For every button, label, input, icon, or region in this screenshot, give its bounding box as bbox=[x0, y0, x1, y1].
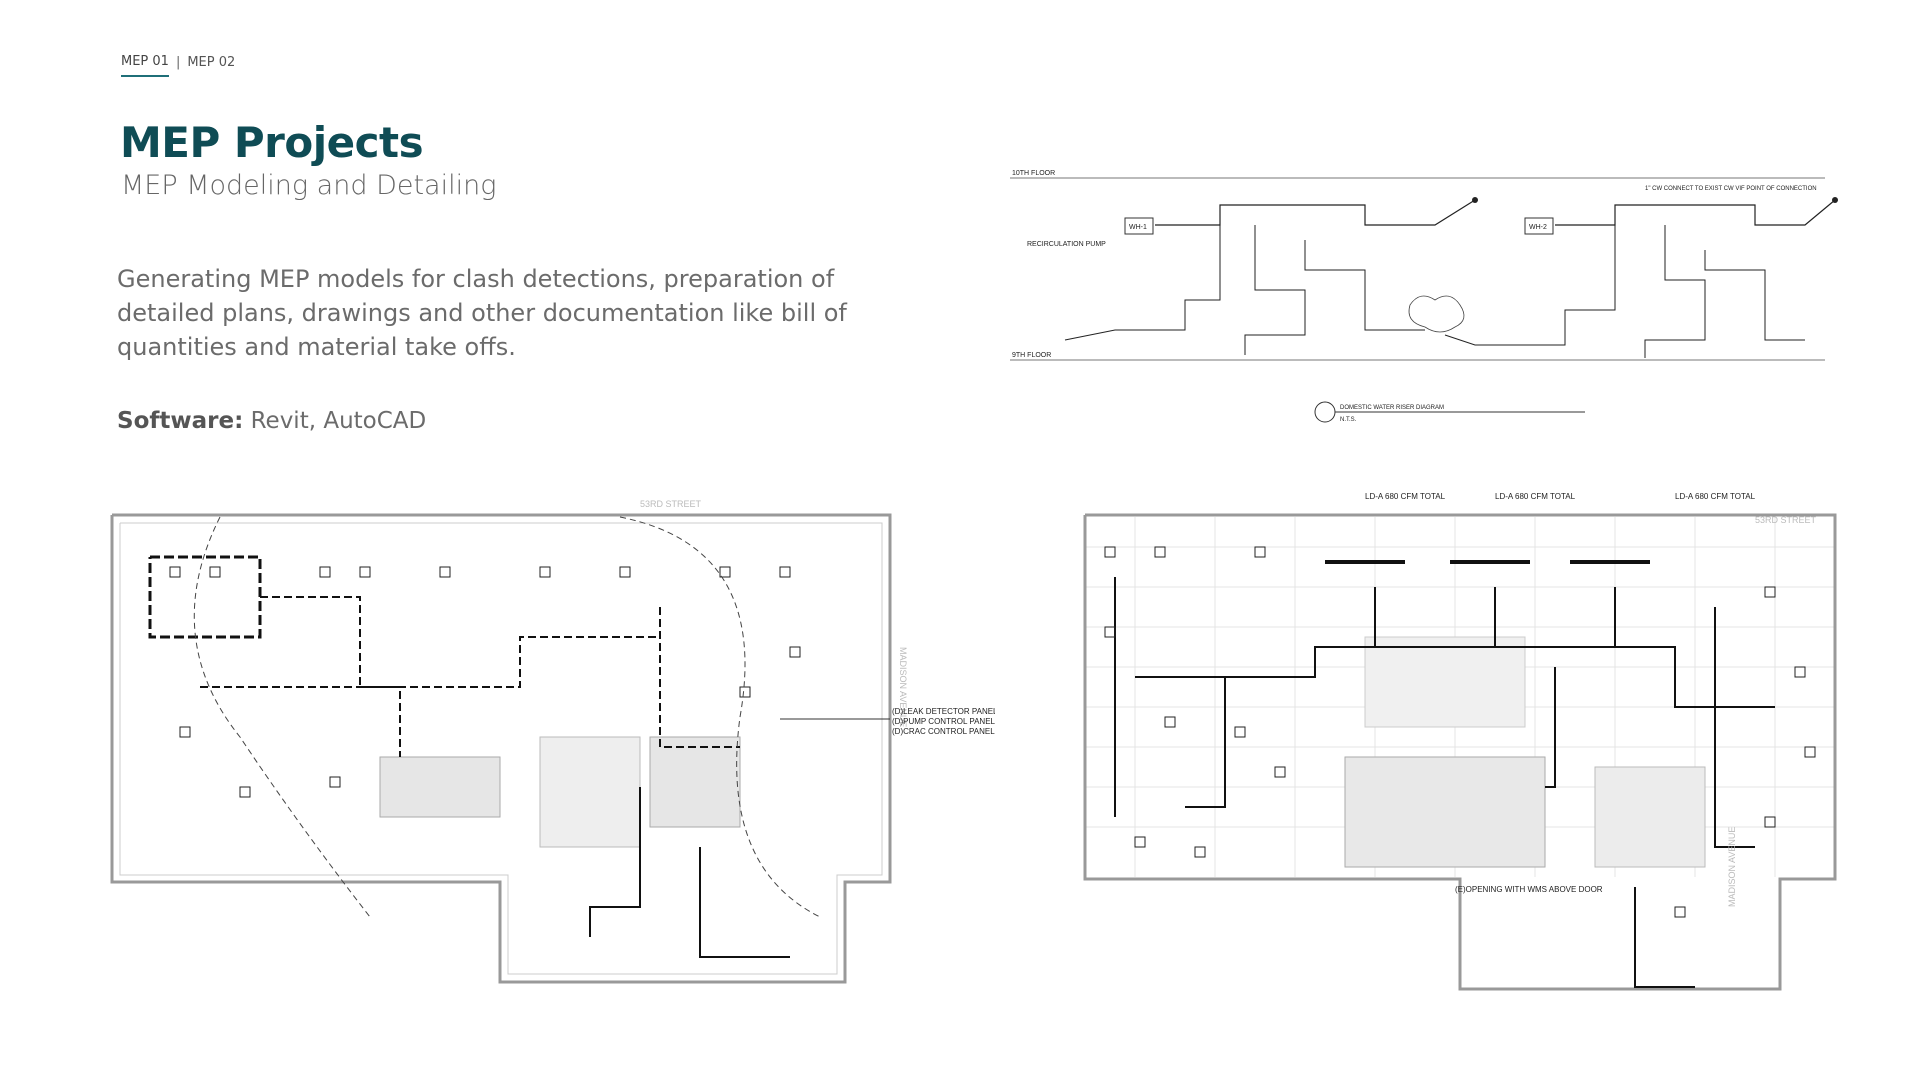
riser-floor-bottom: 9TH FLOOR bbox=[1012, 352, 1051, 359]
description-text: Generating MEP models for clash detectio… bbox=[117, 265, 847, 361]
riser-floor-top: 10TH FLOOR bbox=[1012, 170, 1055, 177]
tab-mep-02[interactable]: MEP 02 bbox=[187, 55, 236, 70]
software-value: Revit, AutoCAD bbox=[250, 408, 427, 434]
left-plan-street: 53RD STREET bbox=[640, 499, 702, 509]
riser-diagram-image: 10TH FLOOR 9TH FLOOR WH-1 RECIRCULATION … bbox=[1005, 130, 1855, 435]
riser-scale: N.T.S. bbox=[1340, 417, 1357, 423]
page-title: MEP Projects bbox=[120, 118, 424, 167]
right-plan-callout-3: LD-A 680 CFM TOTAL bbox=[1675, 492, 1756, 501]
tab-mep-01[interactable]: MEP 01 bbox=[121, 54, 169, 77]
software-line: Software: Revit, AutoCAD bbox=[117, 408, 426, 434]
left-floor-plan-svg: 53RD STREET MADISON AVENUE (D)LEAK DETEC… bbox=[110, 499, 995, 984]
software-label: Software: bbox=[117, 408, 244, 434]
right-plan-street: 53RD STREET bbox=[1755, 515, 1817, 525]
right-floor-plan-image: LD-A 680 CFM TOTAL LD-A 680 CFM TOTAL LD… bbox=[1075, 487, 1880, 1027]
right-plan-opening: (E)OPENING WITH WMS ABOVE DOOR bbox=[1455, 885, 1603, 894]
tab-bar: MEP 01 | MEP 02 bbox=[121, 54, 235, 77]
left-plan-note-2: (D)PUMP CONTROL PANELS bbox=[892, 717, 995, 726]
riser-diagram-svg: 10TH FLOOR 9TH FLOOR WH-1 RECIRCULATION … bbox=[1010, 170, 1838, 423]
tab-separator: | bbox=[175, 55, 181, 70]
right-plan-callout-2: LD-A 680 CFM TOTAL bbox=[1495, 492, 1576, 501]
riser-caption: DOMESTIC WATER RISER DIAGRAM bbox=[1340, 405, 1444, 411]
left-plan-avenue: MADISON AVENUE bbox=[898, 647, 908, 727]
right-floor-plan-svg: LD-A 680 CFM TOTAL LD-A 680 CFM TOTAL LD… bbox=[1083, 492, 1837, 991]
riser-unit-left: WH-1 bbox=[1129, 224, 1147, 231]
left-floor-plan-image: 53RD STREET MADISON AVENUE (D)LEAK DETEC… bbox=[100, 487, 995, 997]
riser-unit-right: WH-2 bbox=[1529, 224, 1547, 231]
page-subtitle: MEP Modeling and Detailing bbox=[121, 170, 497, 201]
riser-cw-connect-label: 1" CW CONNECT TO EXIST CW VIF POINT OF C… bbox=[1645, 186, 1817, 192]
riser-pump-label: RECIRCULATION PUMP bbox=[1027, 241, 1106, 248]
left-plan-note-1: (D)LEAK DETECTOR PANEL bbox=[892, 707, 995, 716]
right-plan-avenue: MADISON AVENUE bbox=[1727, 827, 1737, 907]
left-plan-note-3: (D)CRAC CONTROL PANEL bbox=[892, 727, 995, 736]
right-plan-callout-1: LD-A 680 CFM TOTAL bbox=[1365, 492, 1446, 501]
